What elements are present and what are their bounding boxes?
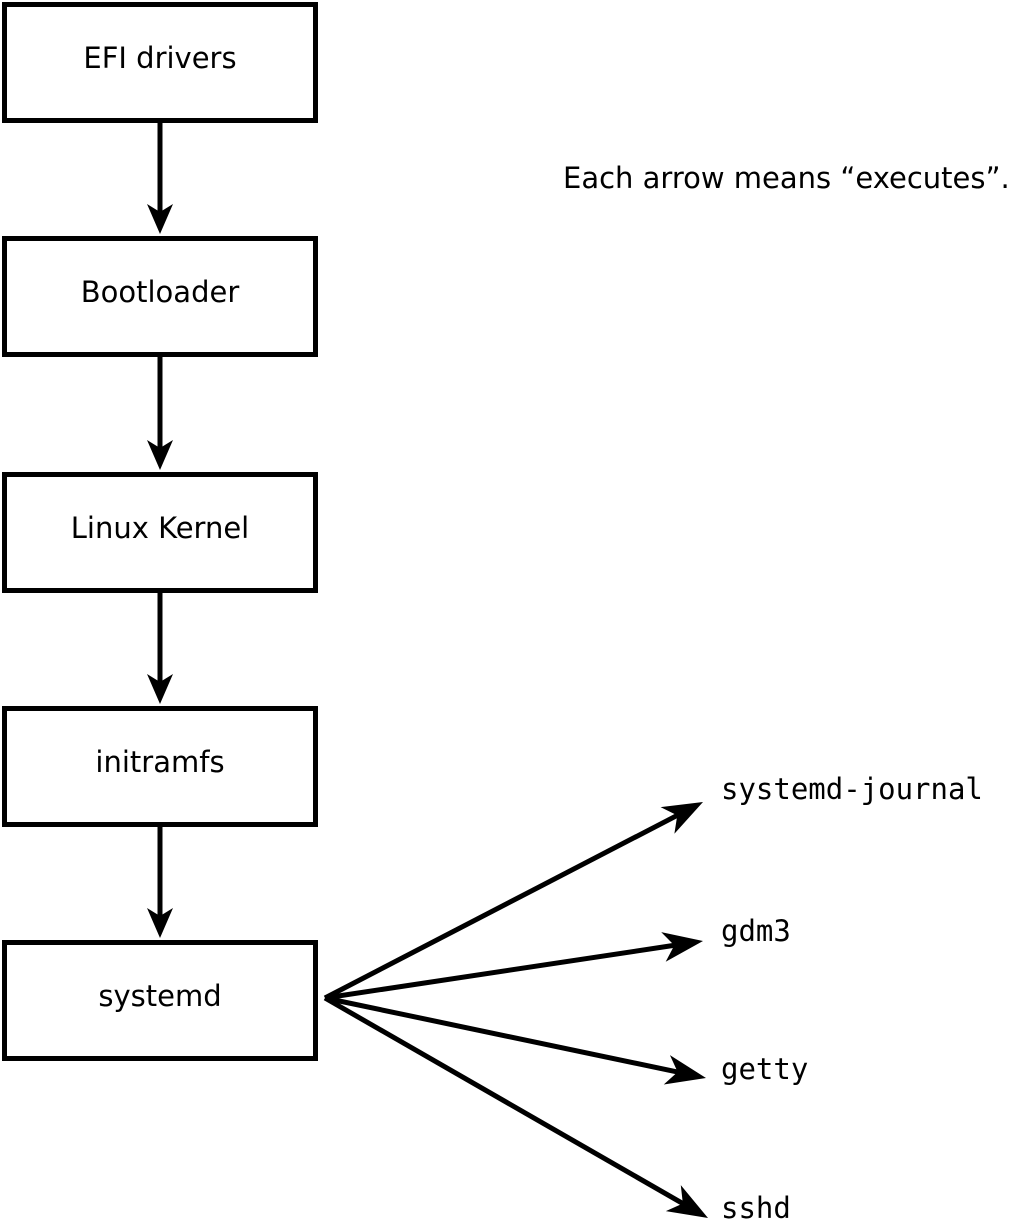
child-process-label-gdm3: gdm3 [721, 914, 791, 948]
fan-line-gdm3 [324, 942, 677, 1001]
boot-stage-efi-drivers[interactable]: EFI drivers [2, 2, 318, 123]
boot-stage-bootloader[interactable]: Bootloader [2, 236, 318, 357]
boot-stage-initramfs[interactable]: initramfs [2, 706, 318, 827]
diagram-caption: Each arrow means “executes”. [563, 161, 1010, 195]
child-process-label-getty: getty [721, 1052, 808, 1086]
stage-box-outline-bootloader [2, 236, 318, 357]
child-process-label-sshd: sshd [721, 1191, 791, 1225]
stage-box-outline-systemd [2, 940, 318, 1061]
arrowhead-icon-gdm3 [661, 932, 703, 962]
down-arrow-icon-bootloader-to-kernel [147, 440, 173, 470]
fan-line-sshd [323, 995, 686, 1207]
child-process-label-systemd-journal: systemd-journal [721, 772, 983, 806]
down-arrow-icon-initramfs-to-systemd [147, 908, 173, 938]
fan-line-systemd-journal [323, 812, 681, 1001]
down-arrow-icon-kernel-to-initramfs [147, 674, 173, 704]
stage-label-initramfs: initramfs [95, 745, 224, 779]
fan-line-getty [324, 995, 681, 1075]
arrowhead-icon-systemd-journal [660, 802, 703, 834]
down-arrow-icon-efi-to-bootloader [147, 204, 173, 234]
systemd-fanout-group [323, 802, 708, 1218]
stage-box-outline-efi-drivers [2, 2, 318, 123]
stage-label-linux-kernel: Linux Kernel [71, 511, 249, 545]
child-process-label-group: systemd-journal gdm3 getty sshd [721, 772, 983, 1225]
arrowhead-icon-getty [663, 1055, 706, 1085]
boot-stage-systemd[interactable]: systemd [2, 940, 318, 1061]
stage-label-systemd: systemd [98, 979, 221, 1013]
stage-box-outline-linux-kernel [2, 472, 318, 593]
boot-stage-linux-kernel[interactable]: Linux Kernel [2, 472, 318, 593]
flow-connector-group [147, 118, 173, 938]
stage-label-efi-drivers: EFI drivers [83, 41, 236, 75]
stage-box-outline-initramfs [2, 706, 318, 827]
arrowhead-icon-sshd [665, 1185, 708, 1218]
stage-label-bootloader: Bootloader [81, 275, 240, 309]
